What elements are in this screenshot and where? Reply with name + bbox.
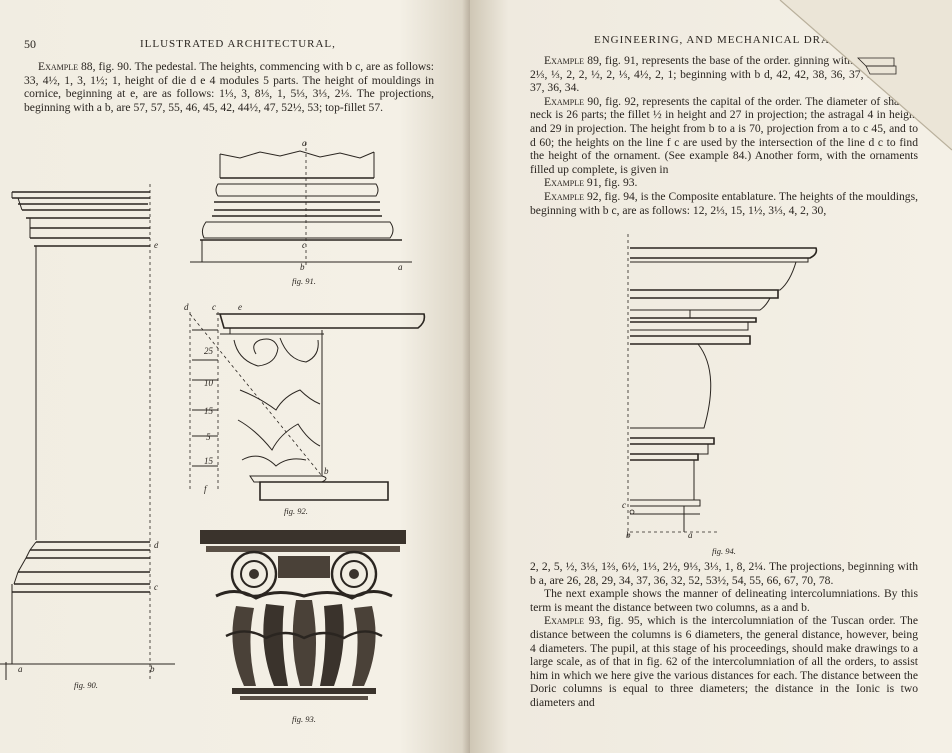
- fig-91-label-a-top: a: [302, 138, 307, 148]
- example-label: Example: [544, 94, 584, 108]
- fig-91-label-a-bottom: a: [398, 262, 403, 272]
- fig-92-caption: fig. 92.: [284, 506, 308, 516]
- fig-94-entablature-drawing: [627, 234, 818, 540]
- left-running-head: ILLUSTRATED ARCHITECTURAL,: [140, 38, 336, 50]
- fig-90-label-e: e: [154, 240, 158, 250]
- fig-92-scale-25: 25: [204, 346, 213, 356]
- example-92-continued: 2, 2, 5, ½, 3⅓, 1⅔, 6½, 1⅓, 2½, 9⅓, 3⅓, …: [530, 560, 918, 587]
- right-text-block-bottom: 2, 2, 5, ½, 3⅓, 1⅔, 6½, 1⅓, 2½, 9⅓, 3⅓, …: [530, 560, 918, 710]
- intercolumniation-intro: The next example shows the manner of del…: [530, 587, 918, 614]
- example-92-body: 92, fig. 94, is the Composite entablatur…: [530, 189, 918, 217]
- fig-92-label-e: e: [238, 302, 242, 312]
- example-91-body: 91, fig. 93.: [586, 176, 638, 190]
- fig-90-caption: fig. 90.: [74, 680, 98, 690]
- fig-92-capital-drawing: [189, 312, 426, 501]
- fig-94-caption: fig. 94.: [712, 546, 736, 556]
- fig-93-caption: fig. 93.: [292, 714, 316, 724]
- example-89-paragraph: Example 89, fig. 91, represents the base…: [530, 54, 918, 95]
- fig-92-scale-15b: 15: [204, 456, 213, 466]
- example-label: Example: [38, 60, 78, 73]
- fig-90-label-a: a: [18, 664, 23, 674]
- folded-corner: [779, 0, 952, 151]
- example-91-paragraph: Example 91, fig. 93.: [530, 176, 918, 190]
- fig-92-scale-10: 10: [204, 378, 213, 388]
- fig-90-label-d: d: [154, 540, 159, 550]
- left-page: 50 ILLUSTRATED ARCHITECTURAL, Example 88…: [0, 0, 470, 753]
- fig-94-label-c: c: [622, 500, 626, 510]
- right-text-block-top: Example 89, fig. 91, represents the base…: [530, 54, 918, 217]
- fig-92-scale-15a: 15: [204, 406, 213, 416]
- fig-91-base-drawing: [190, 142, 412, 268]
- fig-92-label-f: f: [204, 484, 207, 494]
- fig-92-label-d: d: [184, 302, 189, 312]
- fig-94-label-a: a: [688, 530, 693, 540]
- example-label: Example: [544, 54, 584, 67]
- fig-94-label-b: b: [626, 530, 631, 540]
- example-93-body: 93, fig. 95, which is the intercolumniat…: [530, 614, 918, 709]
- left-paragraph-example-88: Example 88, fig. 90. The pedestal. The h…: [24, 60, 434, 114]
- example-label: Example: [544, 189, 584, 203]
- example-label: Example: [544, 176, 584, 190]
- fig-91-caption: fig. 91.: [292, 276, 316, 286]
- example-93-paragraph: Example 93, fig. 95, which is the interc…: [530, 614, 918, 709]
- example-90-body: 90, fig. 92, represents the capital of t…: [530, 94, 918, 176]
- fig-92-scale-5: 5: [206, 432, 211, 442]
- fig-93-engraved-capital: [200, 530, 406, 700]
- example-label: Example: [544, 614, 584, 628]
- fig-91-label-c: c: [302, 240, 306, 250]
- fig-90-label-b: b: [150, 664, 155, 674]
- fig-92-label-c: c: [212, 302, 216, 312]
- fig-91-label-b: b: [300, 262, 305, 272]
- example-90-paragraph: Example 90, fig. 92, represents the capi…: [530, 95, 918, 177]
- fig-90-label-c: c: [154, 582, 158, 592]
- example-92-paragraph: Example 92, fig. 94, is the Composite en…: [530, 190, 918, 217]
- fig-90-pedestal-drawing: [0, 184, 175, 680]
- fig-92-label-b: b: [324, 466, 329, 476]
- example-88-body: 88, fig. 90. The pedestal. The heights, …: [24, 60, 434, 114]
- example-89-body: 89, fig. 91, represents the base of the …: [530, 54, 919, 95]
- left-page-number: 50: [24, 37, 36, 51]
- right-page: ENGINEERING, AND MECHANICAL DRAWING-BOOK…: [470, 0, 952, 753]
